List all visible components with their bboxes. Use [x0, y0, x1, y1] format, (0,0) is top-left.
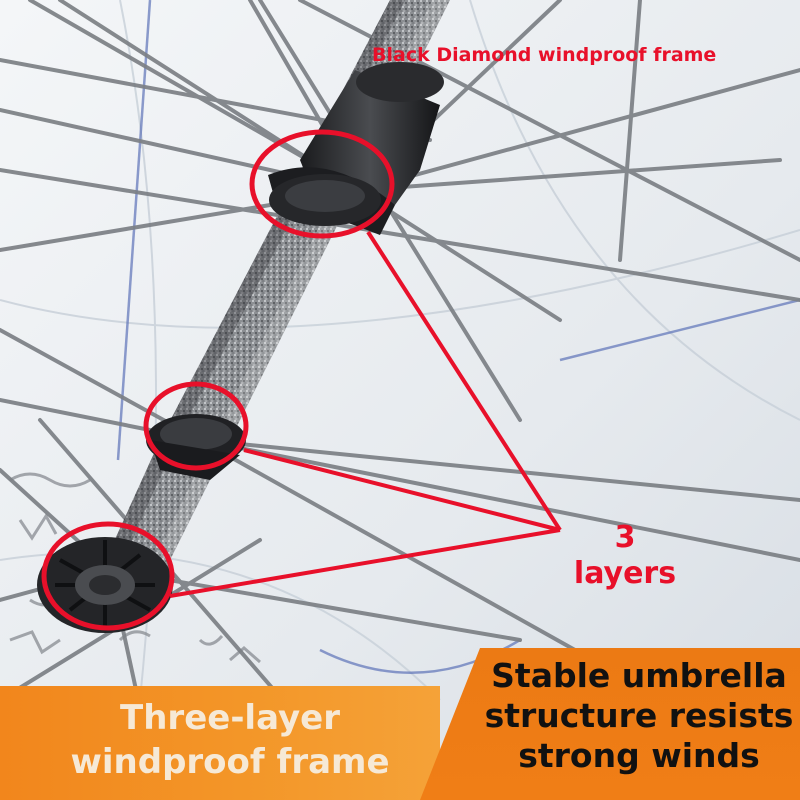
- layers-number: 3: [614, 520, 636, 555]
- highlight-lines: [169, 230, 562, 598]
- banner-right-caption: Stable umbrella structure resists strong…: [478, 656, 800, 776]
- highlight-circles: [41, 129, 395, 631]
- banner-right-line-3: strong winds: [518, 736, 760, 775]
- banner-left-line-2: windproof frame: [70, 742, 390, 782]
- frame-callout-label: Black Diamond windproof frame: [372, 44, 717, 66]
- layers-word: layers: [573, 556, 677, 591]
- layers-callout: 3 layers: [560, 520, 690, 592]
- highlight-circle-bottom: [41, 521, 175, 631]
- banner-left-line-1: Three-layer: [120, 698, 340, 738]
- highlight-circle-top: [249, 129, 395, 239]
- highlight-circle-middle: [143, 381, 249, 471]
- middle-collar: [146, 414, 246, 480]
- banner-right-line-2: structure resists: [484, 696, 794, 735]
- top-runner: [268, 62, 444, 235]
- banner-right-line-1: Stable umbrella: [491, 656, 787, 695]
- banner-left-background: [0, 686, 440, 800]
- banner-left-caption: Three-layer windproof frame: [0, 696, 460, 784]
- banner-right-background: [420, 648, 800, 800]
- bottom-hub: [37, 537, 173, 633]
